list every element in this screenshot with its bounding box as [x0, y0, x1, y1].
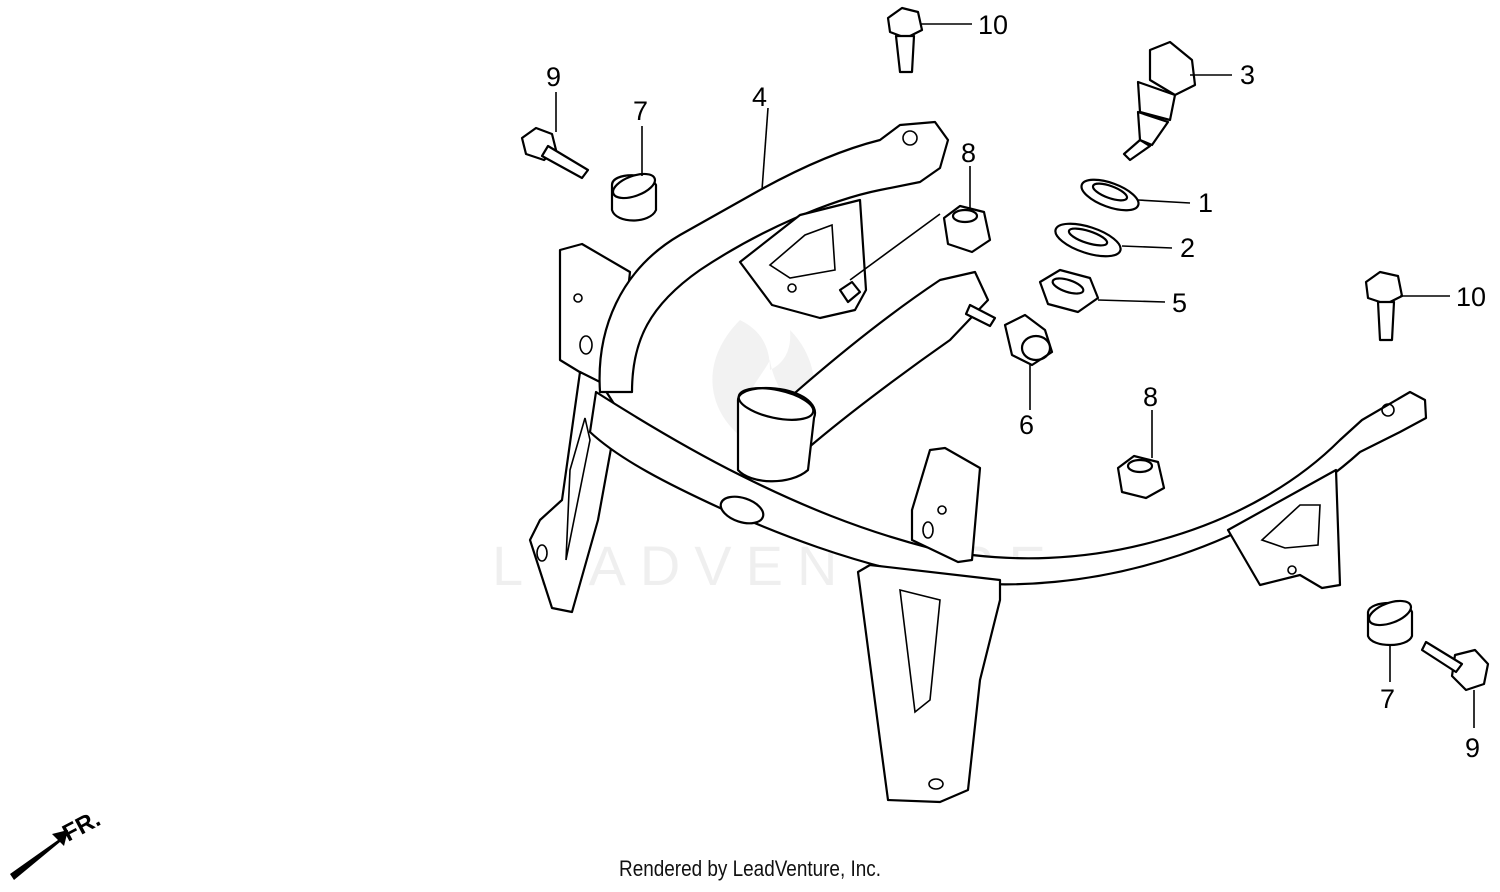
lower-boss: [719, 495, 765, 525]
bolt-10b-shank: [1376, 300, 1396, 342]
washer-part-2: [1054, 222, 1122, 258]
washer-2-outer: [1054, 222, 1122, 258]
center-leg-hole: [928, 778, 944, 790]
collar-part-7-bottom: [1366, 599, 1414, 647]
collar-7a-top: [611, 172, 657, 200]
gusset-cutout: [768, 223, 836, 279]
callout-8-bottom: 8: [1143, 382, 1158, 412]
callout-9-bottom: 9: [1465, 733, 1480, 763]
gusset-hole: [787, 283, 797, 293]
callout-3: 3: [1240, 60, 1255, 90]
brace-stud: [964, 303, 997, 328]
steering-boss: [736, 386, 817, 483]
washer-part-1: [1080, 178, 1140, 212]
callout-5: 5: [1172, 288, 1187, 318]
nut-8a-body: [942, 204, 992, 254]
right-gusset-hole: [1287, 565, 1297, 575]
cap-nut-6-dome: [1020, 334, 1052, 362]
nut-8a-hole: [951, 208, 979, 224]
middle-mount-plate: [910, 446, 982, 564]
bolt-9b-shank: [1420, 640, 1464, 674]
callout-10-top: 10: [978, 10, 1008, 40]
callout-6: 6: [1019, 410, 1034, 440]
washer-2-inner: [1067, 227, 1109, 247]
callout-labels: 1 2 3 4 5 6 7 7 8 8 9 9 10 10: [546, 10, 1486, 763]
nut-part-8-top: [942, 204, 992, 254]
bolt-part-10-top: [886, 6, 924, 74]
bolt-9a-shank: [540, 144, 590, 180]
callout-leaders: [555, 23, 1475, 728]
right-gusset-cutout: [1260, 504, 1321, 549]
bolt-9b-head: [1450, 648, 1490, 692]
washer-1-inner: [1091, 182, 1129, 202]
nut-8b-body: [1116, 454, 1166, 500]
callout-7-bottom: 7: [1380, 684, 1395, 714]
bolt-part-10-right: [1364, 270, 1404, 342]
sensor-thread: [1136, 110, 1170, 147]
left-plate-slot: [579, 335, 593, 355]
callout-7-top: 7: [633, 96, 648, 126]
bolt-10a-shank: [894, 34, 916, 74]
left-leg-slot: [565, 417, 591, 561]
nut-5-hole: [1051, 277, 1085, 295]
bolt-part-9-bottom: [1420, 640, 1490, 692]
steering-boss-rim: [737, 387, 815, 421]
left-plate-hole: [573, 293, 583, 303]
nut-8b-hole: [1126, 458, 1154, 474]
nut-part-8-bottom: [1116, 454, 1166, 500]
nut-part-5: [1038, 268, 1100, 314]
callout-9-top: 9: [546, 62, 561, 92]
cap-nut-6-body: [1003, 313, 1054, 367]
right-gusset: [1226, 468, 1342, 590]
sensor-part-3: [1122, 40, 1197, 162]
render-credit: Rendered by LeadVenture, Inc.: [619, 856, 881, 881]
sensor-tip: [1122, 138, 1152, 162]
top-tube-mount-hole: [902, 130, 918, 146]
frame-bottom-tube: [588, 390, 1428, 586]
nut-5-body: [1038, 268, 1100, 314]
center-gusset: [738, 198, 868, 320]
bolt-10b-head: [1364, 270, 1404, 306]
washer-1-outer: [1080, 178, 1140, 212]
collar-7b-top: [1367, 599, 1413, 627]
callout-4: 4: [752, 82, 767, 112]
gusset-stud: [838, 280, 862, 304]
middle-plate-hole-1: [937, 505, 947, 515]
frame-top-tube: [598, 120, 950, 394]
left-leg-hole: [536, 544, 548, 562]
front-arrow-icon: [10, 830, 68, 880]
callout-2: 2: [1180, 233, 1195, 263]
sensor-body: [1136, 80, 1177, 122]
callout-8-top: 8: [961, 138, 976, 168]
center-leg-slot: [899, 588, 941, 714]
right-tube-mount-hole: [1381, 403, 1395, 417]
center-leg: [856, 563, 1002, 804]
middle-plate-hole-2: [922, 521, 934, 539]
bolt-10a-head: [886, 6, 924, 40]
bolt-part-9-top: [520, 126, 590, 180]
callout-10-right: 10: [1456, 282, 1486, 312]
sensor-connector: [1148, 40, 1197, 97]
front-direction-indicator: FR.: [10, 805, 105, 880]
inner-brace: [768, 270, 990, 457]
cap-nut-part-6: [1003, 313, 1054, 367]
frame-assembly: [528, 120, 1428, 804]
collar-part-7-top: [610, 172, 658, 222]
callout-1: 1: [1198, 188, 1213, 218]
